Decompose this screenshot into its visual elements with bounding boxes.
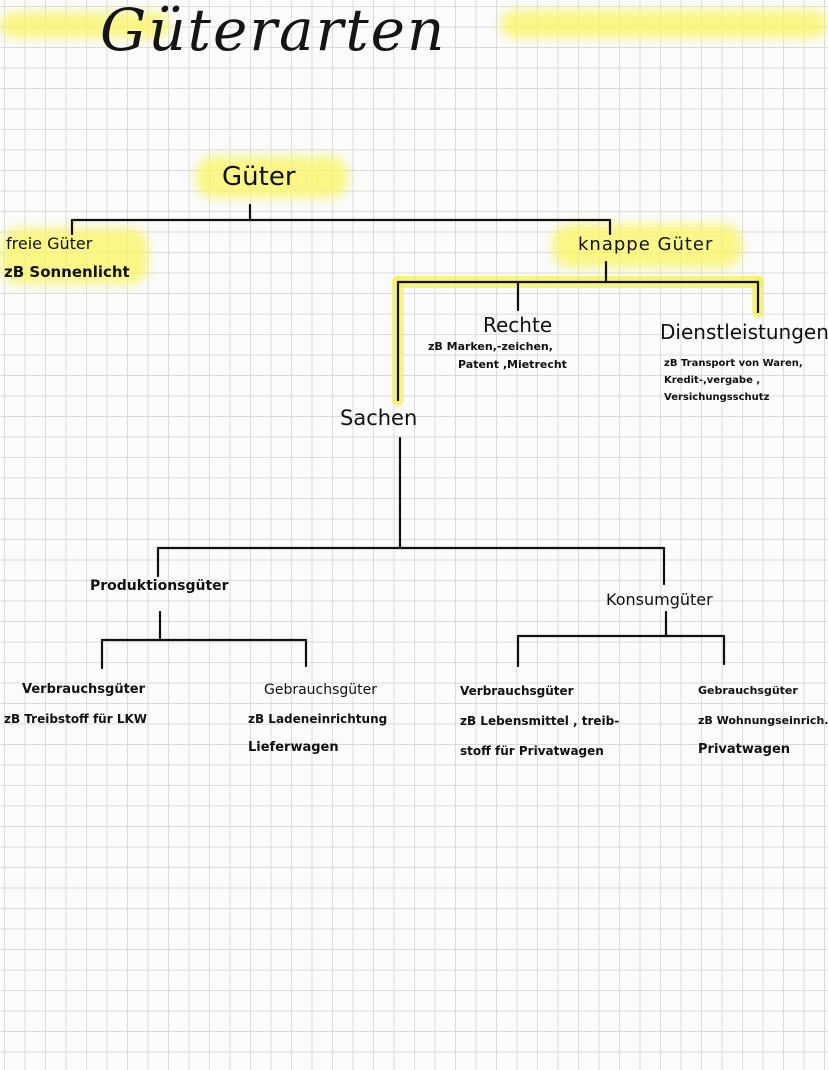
cons-consumables-label: Verbrauchsgüter (460, 684, 574, 698)
free-goods-highlight (0, 228, 148, 284)
node-services: Dienstleistungen (660, 320, 828, 344)
node-rights: Rechte (483, 313, 553, 337)
root-highlight (196, 156, 348, 198)
node-gueter: Güter (222, 162, 296, 192)
node-production-goods: Produktionsgüter (90, 578, 229, 594)
prod-durables-label: Gebrauchsgüter (264, 682, 378, 698)
free-goods-example: zB Sonnenlicht (4, 263, 130, 281)
prod-consumables-example: zB Treibstoff für LKW (4, 712, 147, 726)
prod-durables-example-line-2: Lieferwagen (248, 740, 339, 755)
services-example-line-3: Versichungsschutz (664, 392, 770, 403)
cons-consumables-example-line-1: zB Lebensmittel , treib- (460, 714, 620, 728)
prod-durables-example-line-1: zB Ladeneinrichtung (248, 712, 388, 726)
page-title: Güterarten (100, 0, 447, 64)
scarce-goods-highlight (552, 224, 742, 268)
prod-consumables-label: Verbrauchsgüter (22, 682, 146, 697)
cons-durables-example-line-2: Privatwagen (698, 742, 791, 757)
cons-durables-label: Gebrauchsgüter (698, 684, 798, 697)
node-consumer-goods: Konsumgüter (606, 590, 713, 609)
node-things: Sachen (340, 406, 418, 430)
node-free-goods: freie Güter (6, 234, 93, 253)
node-scarce-goods: knappe Güter (578, 234, 714, 255)
rights-example-line-1: zB Marken,-zeichen, (428, 340, 553, 353)
title-highlight-right (500, 10, 828, 38)
rights-example-line-2: Patent ,Mietrecht (458, 358, 567, 371)
services-example-line-2: Kredit-,vergabe , (664, 375, 761, 386)
title-highlight (0, 12, 170, 38)
services-example-line-1: zB Transport von Waren, (664, 358, 803, 369)
cons-consumables-example-line-2: stoff für Privatwagen (460, 744, 604, 758)
cons-durables-example-line-1: zB Wohnungseinrich. (698, 714, 828, 727)
